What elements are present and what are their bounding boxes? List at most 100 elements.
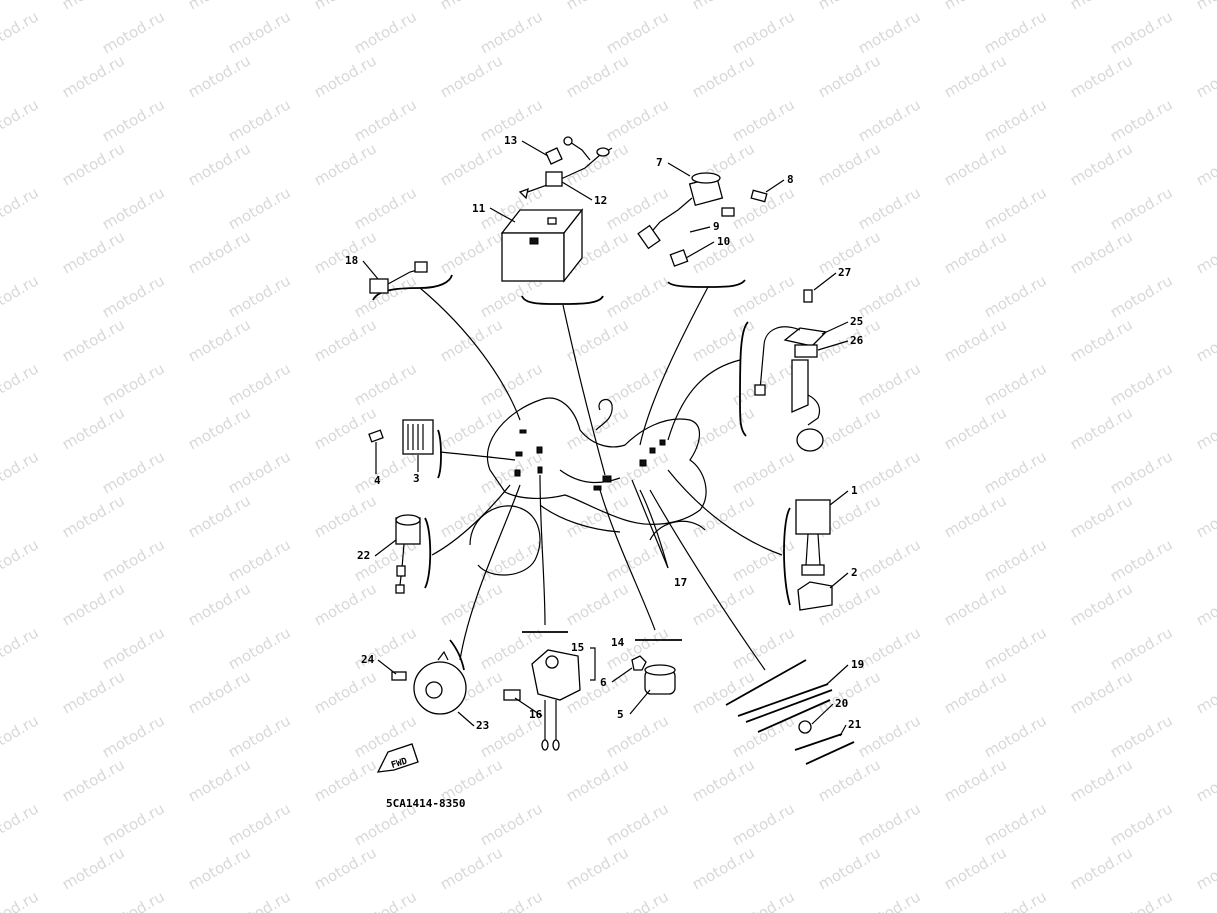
watermark-text: motod.ru [729,95,798,145]
watermark-text: motod.ru [941,227,1010,277]
watermark-text: motod.ru [1193,667,1217,717]
watermark-text: motod.ru [225,711,294,761]
watermark-text: motod.ru [1107,271,1176,321]
watermark-text: motod.ru [981,447,1050,497]
watermark-text: motod.ru [225,95,294,145]
watermark-text: motod.ru [1107,183,1176,233]
watermark-text: motod.ru [59,139,128,189]
part-5-sensor [631,655,676,695]
callout-26: 26 [850,334,864,347]
watermark-text: motod.ru [99,271,168,321]
watermark-text: motod.ru [351,887,420,913]
watermark-text: motod.ru [981,183,1050,233]
watermark-text: motod.ru [59,51,128,101]
part-1-relay-unit [795,499,833,611]
watermark-text: motod.ru [1067,667,1136,717]
watermark-text: motod.ru [603,711,672,761]
watermark-text: motod.ru [603,887,672,913]
watermark-text: motod.ru [437,51,506,101]
callout-16: 16 [529,708,543,721]
watermark-text: motod.ru [0,227,2,277]
watermark-text: motod.ru [1107,95,1176,145]
fwd-arrow-icon: FWD [376,743,419,773]
watermark-text: motod.ru [981,7,1050,57]
watermark-text: motod.ru [689,51,758,101]
callout-23: 23 [476,719,489,732]
callout-27: 27 [838,266,851,279]
watermark-text: motod.ru [1107,887,1176,913]
part-19-cable-ties [737,683,855,765]
callout-7: 7 [656,156,663,169]
watermark-text: motod.ru [185,51,254,101]
watermark-text: motod.ru [59,403,128,453]
watermark-text: motod.ru [99,799,168,849]
watermark-text: motod.ru [689,491,758,541]
callout-numbers: 1 2 3 4 5 6 7 8 9 10 11 12 13 14 15 16 1… [345,134,864,732]
watermark-text: motod.ru [1067,51,1136,101]
watermark-text: motod.ru [0,887,42,913]
callout-15: 15 [571,641,584,654]
watermark-text: motod.ru [1107,799,1176,849]
watermark-text: motod.ru [185,843,254,893]
watermark-text: motod.ru [689,579,758,629]
watermark-text: motod.ru [351,95,420,145]
watermark-text: motod.ru [351,359,420,409]
watermark-text: motod.ru [477,7,546,57]
watermark-text: motod.ru [185,755,254,805]
watermark-text: motod.ru [941,843,1010,893]
watermark-text: motod.ru [0,711,42,761]
watermark-text: motod.ru [981,711,1050,761]
callout-leaders [362,140,849,737]
part-12-fuse-lead [518,136,613,200]
watermark-text: motod.ru [0,667,2,717]
watermark-text: motod.ru [815,403,884,453]
watermark-text: motod.ru [59,755,128,805]
watermark-text: motod.ru [1193,51,1217,101]
watermark-text: motod.ru [941,139,1010,189]
watermark-text: motod.ru [1067,579,1136,629]
watermark-text: motod.ru [563,491,632,541]
watermark-text: motod.ru [0,799,42,849]
watermark-text: motod.ru [1193,843,1217,893]
watermark-text: motod.ru [99,7,168,57]
watermark-text: motod.ru [941,0,1010,13]
watermark-text: motod.ru [603,7,672,57]
watermark-text: motod.ru [855,887,924,913]
watermark-text: motod.ru [0,271,42,321]
watermark-text: motod.ru [729,7,798,57]
watermark-text: motod.ru [351,183,420,233]
watermark-text: motod.ru [437,403,506,453]
watermark-text: motod.ru [185,403,254,453]
watermark-text: motod.ru [855,95,924,145]
watermark-text: motod.ru [0,359,42,409]
watermark-text: motod.ru [437,0,506,13]
watermark-text: motod.ru [0,95,42,145]
watermark-text: motod.ru [0,447,42,497]
watermark-text: motod.ru [855,711,924,761]
watermark-text: motod.ru [855,7,924,57]
watermark-text: motod.ru [815,843,884,893]
watermark-text: motod.ru [941,755,1010,805]
watermark-text: motod.ru [185,315,254,365]
callout-14: 14 [611,636,625,649]
watermark-text: motod.ru [99,359,168,409]
watermark-text: motod.ru [603,535,672,585]
watermark-text: motod.ru [0,7,42,57]
watermark-text: motod.ru [563,579,632,629]
watermark-text: motod.ru [981,95,1050,145]
watermark-text: motod.ru [1193,139,1217,189]
watermark-text: motod.ru [815,139,884,189]
watermark-text: motod.ru [729,183,798,233]
watermark-text: motod.ru [815,51,884,101]
callout-11: 11 [472,202,486,215]
watermark-text: motod.ru [311,843,380,893]
watermark-text: motod.ru [351,7,420,57]
watermark-text: motod.ru [1193,755,1217,805]
watermark-text: motod.ru [1107,7,1176,57]
watermark-text: motod.ru [1067,491,1136,541]
watermark-text: motod.ru [689,0,758,13]
watermark-text: motod.ru [0,315,2,365]
watermark-text: motod.ru [1067,139,1136,189]
callout-8: 8 [787,173,794,186]
